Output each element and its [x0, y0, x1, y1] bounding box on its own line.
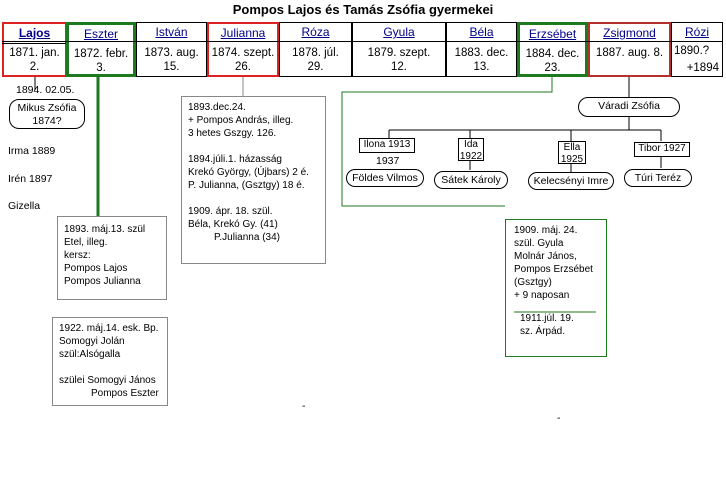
zsigmond-spouse[interactable]: Váradi Zsófia [578, 97, 680, 117]
child-date-eszter: 1872. febr.3. [73, 48, 129, 74]
child-death-rozi: +1894 [686, 62, 719, 74]
header-cell-eszter: Eszter 1872. febr.3. [66, 22, 136, 77]
lajos-child-3: Gizella [8, 200, 41, 212]
julianna-note: 1893.dec.24.+ Pompos András, illeg.3 het… [181, 96, 326, 264]
header-cell-zsigmond: Zsigmond 1887. aug. 8. [588, 22, 671, 77]
child-name-gyula[interactable]: Gyula [383, 25, 415, 39]
zsigmond-child-ilona[interactable]: Ilona 1913 [359, 138, 415, 153]
child-date-istvan: 1873. aug.15. [144, 47, 199, 73]
child-name-roza[interactable]: Róza [301, 25, 330, 39]
zsigmond-child-ida-spouse[interactable]: Sátek Károly [434, 171, 508, 189]
child-name-julianna[interactable]: Julianna [220, 26, 266, 40]
child-name-eszter[interactable]: Eszter [83, 27, 118, 41]
header-cell-roza: Róza 1878. júl.29. [279, 22, 352, 77]
header-cell-bela: Béla 1883. dec.13. [446, 22, 517, 77]
child-date-julianna: 1874. szept.26. [211, 47, 275, 73]
child-date-rozi: 1890.? [674, 45, 710, 57]
child-name-bela[interactable]: Béla [469, 25, 494, 39]
page-title: Pompos Lajos és Tamás Zsófia gyermekei [232, 2, 494, 17]
header-cell-rozi: Rózi 1890.? +1894 [671, 22, 723, 77]
header-cell-istvan: István 1873. aug.15. [136, 22, 207, 77]
header-cell-julianna: Julianna 1874. szept.26. [207, 22, 279, 77]
child-name-lajos[interactable]: Lajos [18, 26, 51, 40]
child-name-rozi[interactable]: Rózi [684, 25, 709, 39]
lajos-marriage-date: 1894. 02.05. [16, 84, 75, 96]
child-name-erzsebet[interactable]: Erzsébet [528, 27, 577, 41]
header-divider [2, 41, 723, 42]
stray-mark-2: - [557, 412, 561, 424]
zsigmond-child-ilona-spouse[interactable]: Földes Vilmos [346, 169, 424, 187]
lajos-child-1: Irma 1889 [8, 145, 56, 157]
child-name-zsigmond[interactable]: Zsigmond [603, 26, 656, 40]
zsigmond-child-ella-spouse[interactable]: Kelecsényi Imre [528, 172, 614, 190]
zsigmond-child-tibor[interactable]: Tibor 1927 [634, 142, 690, 157]
lajos-child-2: Irén 1897 [8, 173, 53, 185]
child-date-lajos: 1871. jan.2. [9, 47, 60, 73]
child-date-zsigmond: 1887. aug. 8. [595, 47, 664, 59]
stray-mark-1: - [302, 400, 306, 412]
child-date-gyula: 1879. szept.12. [367, 47, 431, 73]
child-date-bela: 1883. dec.13. [454, 47, 509, 73]
child-name-istvan[interactable]: István [155, 25, 188, 39]
header-cell-erzsebet: Erzsébet 1884. dec.23. [517, 22, 588, 77]
child-date-roza: 1878. júl.29. [292, 47, 339, 73]
header-cell-gyula: Gyula 1879. szept.12. [352, 22, 446, 77]
zsigmond-child-tibor-spouse[interactable]: Túri Teréz [624, 169, 692, 187]
zsigmond-child-ilona-year: 1937 [376, 155, 400, 167]
child-date-erzsebet: 1884. dec.23. [525, 48, 580, 74]
